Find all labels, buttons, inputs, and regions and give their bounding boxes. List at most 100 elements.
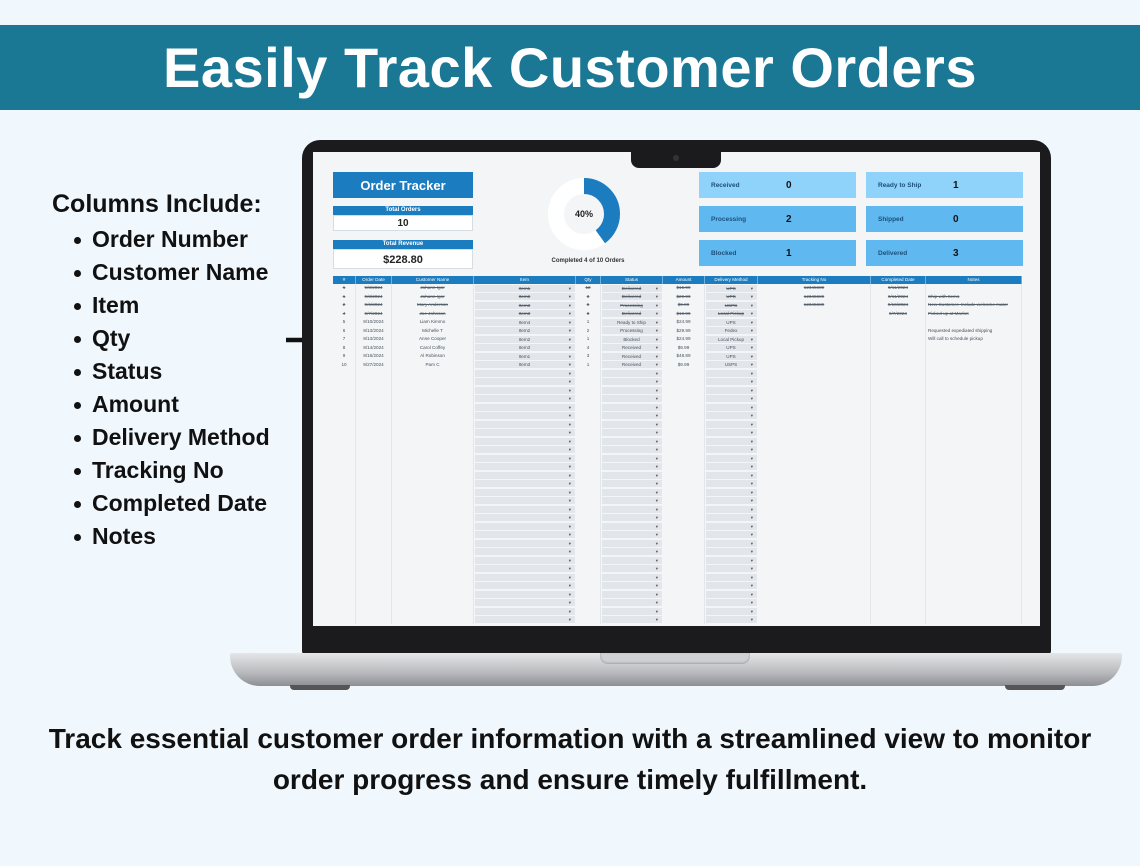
table-cell[interactable] xyxy=(333,505,356,514)
dropdown-cell[interactable] xyxy=(706,573,757,581)
table-cell[interactable] xyxy=(663,386,705,395)
table-row[interactable] xyxy=(333,590,1022,599)
table-cell[interactable] xyxy=(356,428,392,437)
table-row[interactable] xyxy=(333,564,1022,573)
table-cell[interactable]: Mary Anderson xyxy=(392,301,474,310)
column-header[interactable]: Completed Date xyxy=(871,276,926,284)
table-cell[interactable] xyxy=(576,369,601,378)
table-cell[interactable] xyxy=(576,547,601,556)
table-cell[interactable] xyxy=(758,615,871,624)
table-row[interactable] xyxy=(333,420,1022,429)
table-cell[interactable] xyxy=(392,496,474,505)
table-cell[interactable] xyxy=(333,513,356,522)
dropdown-cell[interactable] xyxy=(602,480,662,488)
table-cell[interactable] xyxy=(926,615,1022,624)
table-cell[interactable] xyxy=(871,394,926,403)
dropdown-cell[interactable]: Item2 xyxy=(475,327,575,335)
dropdown-cell[interactable] xyxy=(706,539,757,547)
table-cell[interactable] xyxy=(926,284,1022,293)
column-header[interactable]: Qty xyxy=(576,276,601,284)
dropdown-cell[interactable] xyxy=(475,539,575,547)
table-cell[interactable] xyxy=(392,547,474,556)
table-cell[interactable] xyxy=(392,428,474,437)
table-cell[interactable] xyxy=(333,590,356,599)
dropdown-cell[interactable] xyxy=(602,412,662,420)
table-cell[interactable]: Carol Coffey xyxy=(392,343,474,352)
dropdown-cell[interactable] xyxy=(706,446,757,454)
table-cell[interactable]: $48.89 xyxy=(663,352,705,361)
dropdown-cell[interactable] xyxy=(706,386,757,394)
table-cell[interactable] xyxy=(392,454,474,463)
table-cell[interactable] xyxy=(926,564,1022,573)
table-cell[interactable] xyxy=(871,607,926,616)
dropdown-cell[interactable] xyxy=(602,454,662,462)
table-cell[interactable] xyxy=(758,564,871,573)
dropdown-cell[interactable] xyxy=(706,565,757,573)
table-cell[interactable] xyxy=(576,615,601,624)
table-cell[interactable] xyxy=(871,522,926,531)
column-header[interactable]: Item xyxy=(474,276,576,284)
table-cell[interactable] xyxy=(356,462,392,471)
table-cell[interactable] xyxy=(333,556,356,565)
table-cell[interactable]: 9 xyxy=(333,352,356,361)
table-cell[interactable] xyxy=(392,462,474,471)
table-cell[interactable] xyxy=(663,445,705,454)
table-cell[interactable] xyxy=(758,488,871,497)
table-cell[interactable] xyxy=(392,530,474,539)
table-cell[interactable]: 1 xyxy=(333,292,356,301)
table-cell[interactable] xyxy=(871,420,926,429)
table-cell[interactable]: 3 xyxy=(576,352,601,361)
table-cell[interactable] xyxy=(871,488,926,497)
dropdown-cell[interactable]: Delivered xyxy=(602,310,662,318)
table-cell[interactable] xyxy=(926,428,1022,437)
table-row[interactable] xyxy=(333,615,1022,624)
table-cell[interactable] xyxy=(758,326,871,335)
table-cell[interactable]: Requested expediated shipping xyxy=(926,326,1022,335)
table-cell[interactable]: 5 xyxy=(576,301,601,310)
table-row[interactable] xyxy=(333,437,1022,446)
table-cell[interactable] xyxy=(663,377,705,386)
table-cell[interactable]: $29.99 xyxy=(663,292,705,301)
table-cell[interactable] xyxy=(926,598,1022,607)
table-cell[interactable] xyxy=(392,403,474,412)
table-cell[interactable] xyxy=(758,513,871,522)
table-cell[interactable] xyxy=(663,403,705,412)
table-cell[interactable] xyxy=(871,411,926,420)
table-cell[interactable]: 9/13/2024 xyxy=(356,335,392,344)
dropdown-cell[interactable] xyxy=(602,531,662,539)
table-cell[interactable] xyxy=(392,573,474,582)
table-cell[interactable] xyxy=(392,445,474,454)
dropdown-cell[interactable] xyxy=(602,420,662,428)
table-cell[interactable]: 5 xyxy=(333,318,356,327)
table-cell[interactable]: $24.99 xyxy=(663,335,705,344)
dropdown-cell[interactable] xyxy=(706,454,757,462)
table-cell[interactable] xyxy=(926,403,1022,412)
dropdown-cell[interactable] xyxy=(475,548,575,556)
table-cell[interactable] xyxy=(871,360,926,369)
table-cell[interactable]: 12345689 xyxy=(758,292,871,301)
table-cell[interactable] xyxy=(333,607,356,616)
table-cell[interactable] xyxy=(926,369,1022,378)
table-cell[interactable] xyxy=(758,556,871,565)
table-cell[interactable] xyxy=(356,420,392,429)
dropdown-cell[interactable] xyxy=(475,522,575,530)
table-cell[interactable] xyxy=(758,471,871,480)
table-cell[interactable] xyxy=(871,454,926,463)
table-row[interactable] xyxy=(333,454,1022,463)
dropdown-cell[interactable] xyxy=(706,514,757,522)
dropdown-cell[interactable] xyxy=(475,463,575,471)
table-cell[interactable] xyxy=(663,437,705,446)
dropdown-cell[interactable]: Item3 xyxy=(475,361,575,369)
table-cell[interactable] xyxy=(333,437,356,446)
dropdown-cell[interactable] xyxy=(475,378,575,386)
table-cell[interactable] xyxy=(333,394,356,403)
table-cell[interactable] xyxy=(333,445,356,454)
table-cell[interactable] xyxy=(663,454,705,463)
table-cell[interactable] xyxy=(871,471,926,480)
table-cell[interactable] xyxy=(392,488,474,497)
table-cell[interactable] xyxy=(871,437,926,446)
dropdown-cell[interactable] xyxy=(475,599,575,607)
table-cell[interactable]: $9.99 xyxy=(663,360,705,369)
